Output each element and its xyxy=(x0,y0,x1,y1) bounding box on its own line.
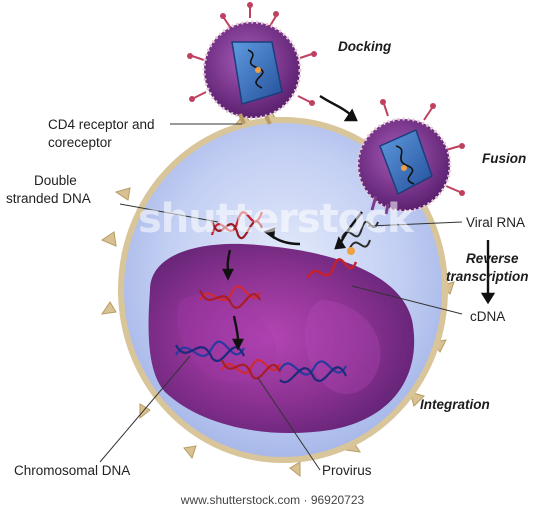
viral-rna-cytoplasm xyxy=(341,220,379,249)
nuclear-dna xyxy=(198,285,261,309)
stock-footer: www.shutterstock.com · 96920723 xyxy=(180,493,365,507)
cdna-strand xyxy=(306,258,358,279)
label-reverse-transcription-line2: transcription xyxy=(446,269,529,284)
label-viral-rna: Viral RNA xyxy=(466,215,526,230)
virus-fusion xyxy=(356,99,465,215)
process-arrows xyxy=(222,95,496,351)
virus-docking xyxy=(187,2,317,125)
integrated-dna xyxy=(175,340,347,384)
label-fusion: Fusion xyxy=(482,151,527,166)
label-cd4-receptor-line1: CD4 receptor and xyxy=(48,117,155,132)
watermark: shutterstock xyxy=(138,196,414,242)
label-integration: Integration xyxy=(420,397,490,412)
label-chromosomal-dna: Chromosomal DNA xyxy=(14,463,131,478)
nucleus xyxy=(148,243,415,434)
label-double-stranded-line2: stranded DNA xyxy=(6,191,91,206)
label-cd4-receptor-line2: coreceptor xyxy=(48,135,112,150)
label-reverse-transcription-line1: Reverse xyxy=(466,251,519,266)
label-provirus: Provirus xyxy=(322,463,372,478)
leader-lines xyxy=(99,123,463,471)
label-double-stranded-line1: Double xyxy=(34,173,77,188)
label-docking: Docking xyxy=(338,39,392,54)
label-cdna: cDNA xyxy=(470,309,506,324)
double-stranded-dna xyxy=(210,211,264,239)
